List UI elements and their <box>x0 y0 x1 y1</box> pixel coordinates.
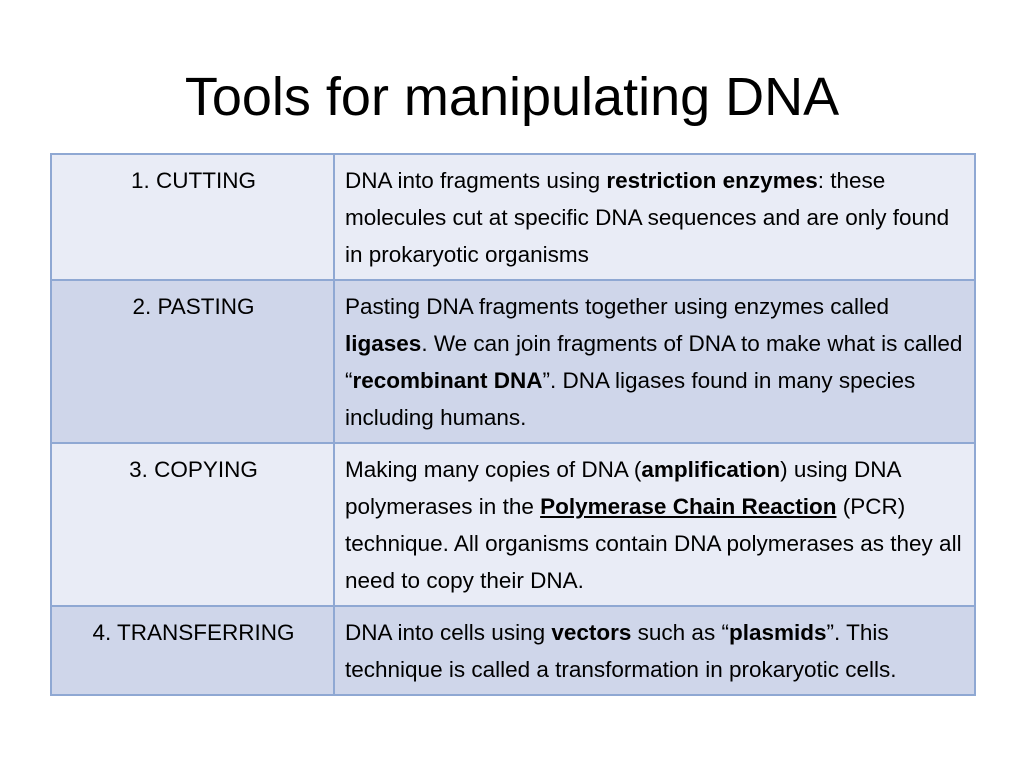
step-description: DNA into fragments using restriction enz… <box>333 153 976 281</box>
table-row-pasting: 2. PASTING Pasting DNA fragments togethe… <box>50 279 976 444</box>
step-description: Making many copies of DNA (amplification… <box>333 442 976 607</box>
desc-text: DNA into cells using <box>345 620 552 645</box>
desc-text: (PCR) technique. All organisms contain D… <box>345 494 962 593</box>
desc-bold-term: ligases <box>345 331 422 356</box>
slide-title: Tools for manipulating DNA <box>184 67 840 127</box>
desc-bold-term: amplification <box>641 457 781 482</box>
desc-text: Pasting DNA fragments together using enz… <box>345 294 890 319</box>
desc-text: ”. DNA ligases found in many species inc… <box>345 368 916 430</box>
step-description: Pasting DNA fragments together using enz… <box>333 279 976 444</box>
desc-text: . We can join fragments of DNA to make w… <box>345 331 963 393</box>
desc-bold-term: restriction enzymes <box>606 168 818 193</box>
desc-text: Making many copies of DNA ( <box>345 457 642 482</box>
step-label: 3. COPYING <box>50 442 335 607</box>
step-label: 1. CUTTING <box>50 153 335 281</box>
table-row-copying: 3. COPYING Making many copies of DNA (am… <box>50 442 976 607</box>
step-label: 4. TRANSFERRING <box>50 605 335 696</box>
desc-text: ) using DNA polymerases in the <box>345 457 901 519</box>
desc-text: DNA into fragments using <box>345 168 607 193</box>
step-label: 2. PASTING <box>50 279 335 444</box>
table-row-cutting: 1. CUTTING DNA into fragments using rest… <box>50 153 976 281</box>
desc-bold-term: plasmids <box>728 620 827 645</box>
table-row-transferring: 4. TRANSFERRING DNA into cells using vec… <box>50 605 976 696</box>
tools-table: 1. CUTTING DNA into fragments using rest… <box>50 153 976 696</box>
desc-bold-term: vectors <box>551 620 632 645</box>
desc-bold-underlined-term: Polymerase Chain Reaction <box>540 494 837 519</box>
desc-bold-term: recombinant DNA <box>352 368 543 393</box>
step-description: DNA into cells using vectors such as “pl… <box>333 605 976 696</box>
desc-text: such as “ <box>631 620 729 645</box>
desc-text: : these molecules cut at specific DNA se… <box>345 168 950 267</box>
desc-text: ”. This technique is called a transforma… <box>345 620 897 682</box>
